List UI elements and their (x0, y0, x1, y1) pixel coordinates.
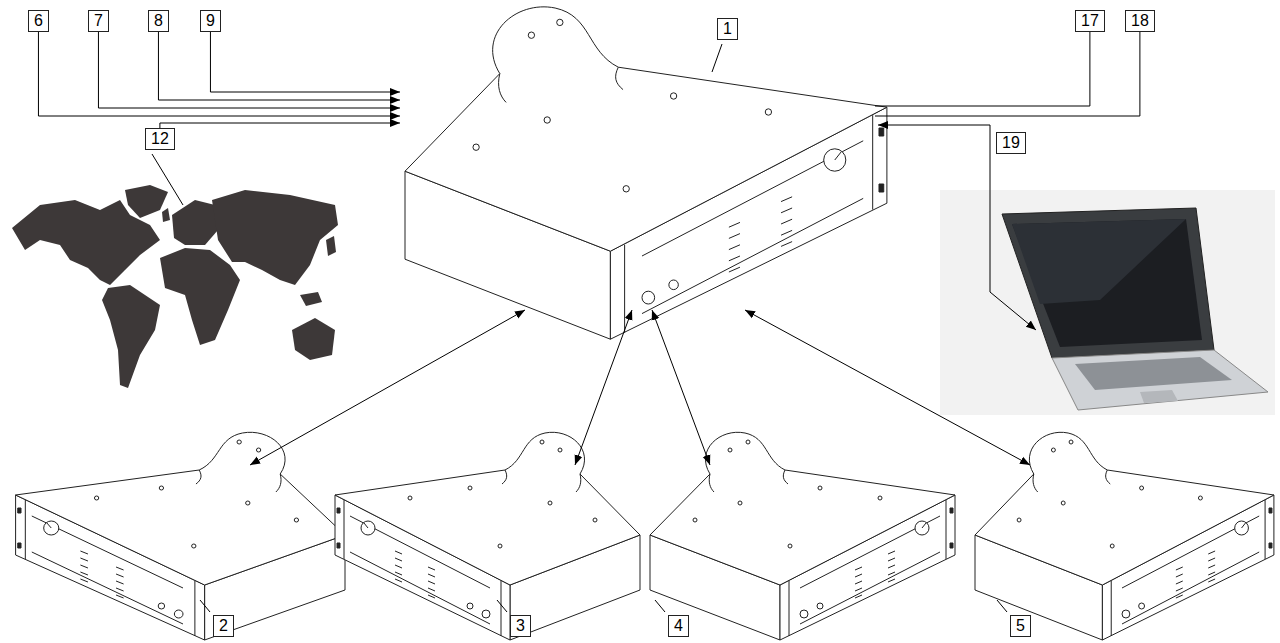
callout-box: 6 (28, 10, 49, 32)
laptop-base (1052, 350, 1268, 410)
laptop-lid (1002, 208, 1214, 358)
callout-number: 2 (213, 615, 234, 637)
rack-unit: 2 (15, 465, 345, 640)
callout-number: 19 (996, 132, 1026, 154)
callout-number: 12 (151, 130, 169, 147)
signal-connector (575, 310, 632, 465)
leader-line (152, 154, 183, 205)
rack-unit: 3 (345, 465, 640, 640)
callout-box: 18 (1125, 10, 1155, 32)
leader-line (712, 44, 722, 72)
signal-connector (745, 310, 1030, 465)
signal-connector (652, 310, 710, 465)
laptop-screen (1012, 219, 1202, 347)
continent (172, 200, 218, 245)
continent (160, 248, 240, 345)
rack-units (16, 7, 1274, 640)
callout-box: 9 (200, 10, 221, 32)
island (300, 292, 322, 306)
callout-number: 1 (717, 18, 738, 40)
continent (102, 285, 160, 388)
callout-number: 5 (1010, 615, 1031, 637)
callout-box: 17 (1075, 10, 1105, 32)
continent (125, 185, 168, 218)
signal-connector (160, 123, 400, 128)
signal-connector (250, 310, 525, 465)
rack-unit: 5 (975, 465, 1275, 640)
callout-number: 6 (34, 12, 43, 29)
rack-unit-drawing (405, 7, 887, 339)
callout-number: 9 (206, 12, 215, 29)
rack-unit-drawing (975, 432, 1274, 640)
callout-box: 7 (88, 10, 109, 32)
continent (212, 190, 338, 285)
leader-line (997, 600, 1007, 612)
callout-box: 12 (145, 128, 175, 150)
leader-line (655, 600, 665, 612)
signal-connector (158, 32, 400, 100)
laptop-touchpad (1140, 390, 1178, 403)
signal-connector (875, 32, 1140, 116)
callout-number: 4 (668, 615, 689, 637)
signal-connector (875, 32, 1090, 106)
callout-number: 17 (1081, 12, 1099, 29)
screen-reflection (1012, 219, 1186, 304)
leader-line (497, 600, 507, 612)
laptop-keyboard (1075, 357, 1232, 390)
signal-connector (38, 32, 400, 116)
signal-connector (210, 32, 400, 92)
island (326, 236, 336, 256)
callout-box: 8 (148, 10, 169, 32)
callout-number: 7 (94, 12, 103, 29)
callout-number: 3 (510, 615, 531, 637)
callout-number: 18 (1131, 12, 1149, 29)
signal-connector (98, 32, 400, 108)
leader-lines (152, 44, 1036, 612)
rack-unit-drawing (16, 432, 345, 640)
network-wire (878, 125, 1036, 330)
callout-number: 8 (154, 12, 163, 29)
continent (292, 318, 335, 360)
rack-unit: 1 (400, 40, 875, 310)
rack-unit-drawing (650, 432, 955, 640)
rack-unit: 4 (650, 465, 955, 640)
leader-line (200, 600, 210, 612)
rack-unit-drawing (335, 432, 640, 640)
world-map (12, 185, 338, 388)
island (162, 208, 170, 222)
